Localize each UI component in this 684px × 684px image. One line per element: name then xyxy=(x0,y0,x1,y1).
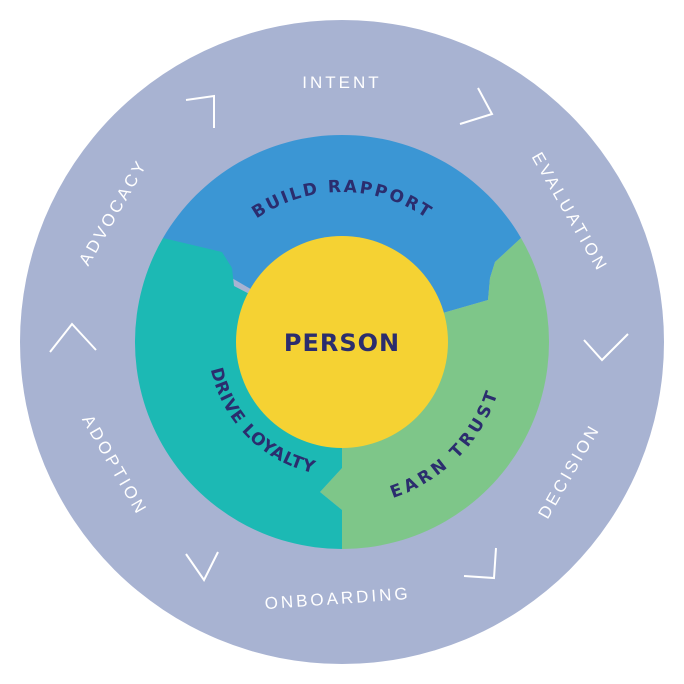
center-circle xyxy=(236,236,448,448)
chevron-left-icon xyxy=(463,547,497,580)
chevron-up-icon xyxy=(49,322,97,353)
stage-label-intent: INTENT xyxy=(302,73,381,92)
chevron-right-icon xyxy=(459,87,494,125)
chevron-down-icon xyxy=(583,333,629,362)
outer-ring-arrows xyxy=(49,87,629,582)
chevron-right-icon xyxy=(185,94,215,128)
center-label: PERSON xyxy=(284,329,400,357)
chevron-left-icon xyxy=(185,551,219,582)
